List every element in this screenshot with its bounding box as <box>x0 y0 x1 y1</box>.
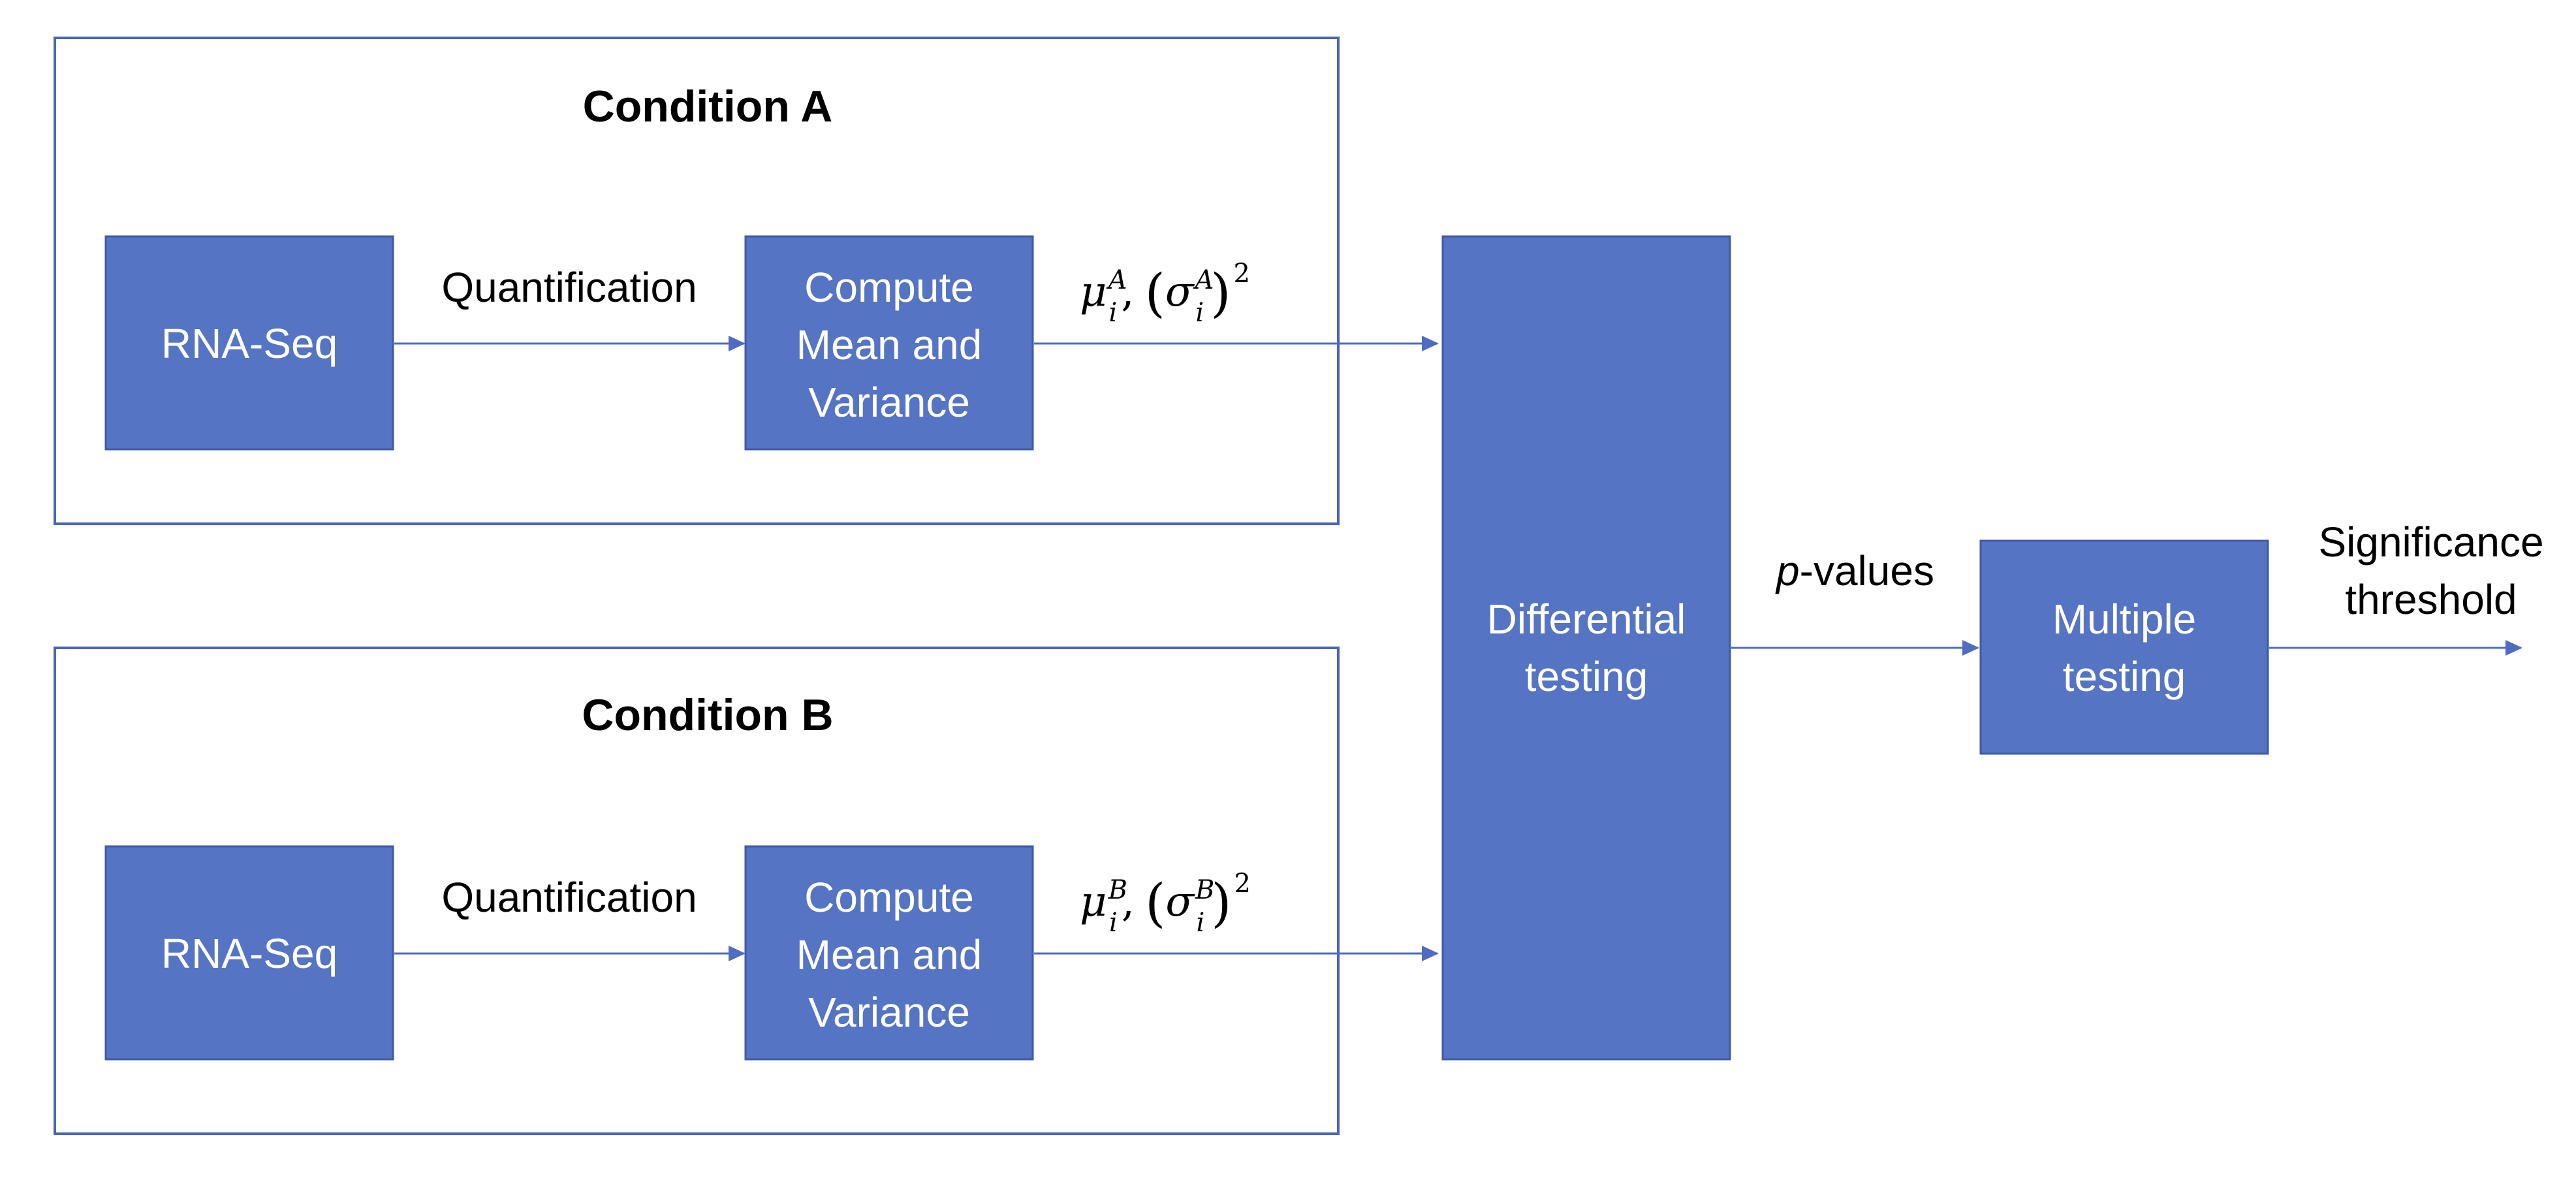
differential-testing-line-1: Differential <box>1487 596 1686 643</box>
condition-b-mu-sub: i <box>1109 908 1118 938</box>
pvalues-p: p <box>1775 547 1800 594</box>
condition-a-compute-line-2: Mean and <box>796 321 982 368</box>
condition-a-panel: Condition A RNA-Seq Quantification Compu… <box>54 37 1439 525</box>
condition-a-compute-line-1: Compute <box>804 264 974 311</box>
condition-a-compute-box <box>744 235 1034 451</box>
condition-b-compute-line-1: Compute <box>804 874 974 921</box>
differential-testing-box <box>1441 235 1731 1061</box>
condition-a-quantification-label: Quantification <box>441 264 697 311</box>
condition-b-sigma-sup: B <box>1195 875 1214 905</box>
condition-b-compute-line-3: Variance <box>808 989 970 1036</box>
condition-a-rnaseq-label: RNA-Seq <box>161 320 338 367</box>
condition-a-compute-node: Compute Mean and Variance <box>744 235 1034 451</box>
condition-b-panel: Condition B RNA-Seq Quantification Compu… <box>54 647 1439 1135</box>
condition-b-power: 2 <box>1234 869 1250 899</box>
condition-b-compute-node: Compute Mean and Variance <box>744 845 1034 1061</box>
condition-b-title: Condition B <box>582 690 833 740</box>
condition-a-sigma: σ <box>1165 268 1195 316</box>
condition-b-rnaseq-label: RNA-Seq <box>161 930 338 977</box>
condition-b-rnaseq-node: RNA-Seq <box>104 845 394 1061</box>
condition-a-power: 2 <box>1233 259 1249 289</box>
condition-b-quantification-label: Quantification <box>441 874 697 921</box>
condition-a-mu: μ <box>1080 268 1107 316</box>
condition-b-rnaseq-box <box>104 845 394 1061</box>
differential-testing-line-2: testing <box>1525 653 1648 700</box>
condition-a-mu-sup: A <box>1106 265 1127 295</box>
condition-b-compute-box <box>744 845 1034 1061</box>
condition-a-rnaseq-box <box>104 235 394 451</box>
condition-a-mu-sub: i <box>1108 298 1117 328</box>
condition-b-compute-line-2: Mean and <box>796 931 982 978</box>
multiple-testing-node: Multiple testing <box>1979 539 2269 755</box>
condition-a-compute-line-3: Variance <box>808 379 970 426</box>
multiple-testing-line-1: Multiple <box>2052 596 2197 643</box>
condition-b-sigma: σ <box>1165 878 1195 926</box>
multiple-testing-box <box>1979 539 2269 755</box>
condition-b-mu: μ <box>1080 878 1107 926</box>
condition-b-sigma-sub: i <box>1196 908 1204 938</box>
condition-a-sigma-sub: i <box>1195 298 1204 328</box>
condition-a-rnaseq-node: RNA-Seq <box>104 235 394 451</box>
condition-a-title: Condition A <box>583 82 833 131</box>
multiple-testing-line-2: testing <box>2063 653 2186 700</box>
pvalues-label: p-values <box>1775 547 1934 594</box>
condition-b-mu-sup: B <box>1108 875 1127 905</box>
differential-testing-node: Differential testing <box>1441 235 1731 1061</box>
significance-line-1: Significance <box>2318 519 2543 566</box>
significance-line-2: threshold <box>2345 576 2517 623</box>
pvalues-rest: -values <box>1800 547 1934 594</box>
condition-a-sigma-sup: A <box>1193 265 1214 295</box>
